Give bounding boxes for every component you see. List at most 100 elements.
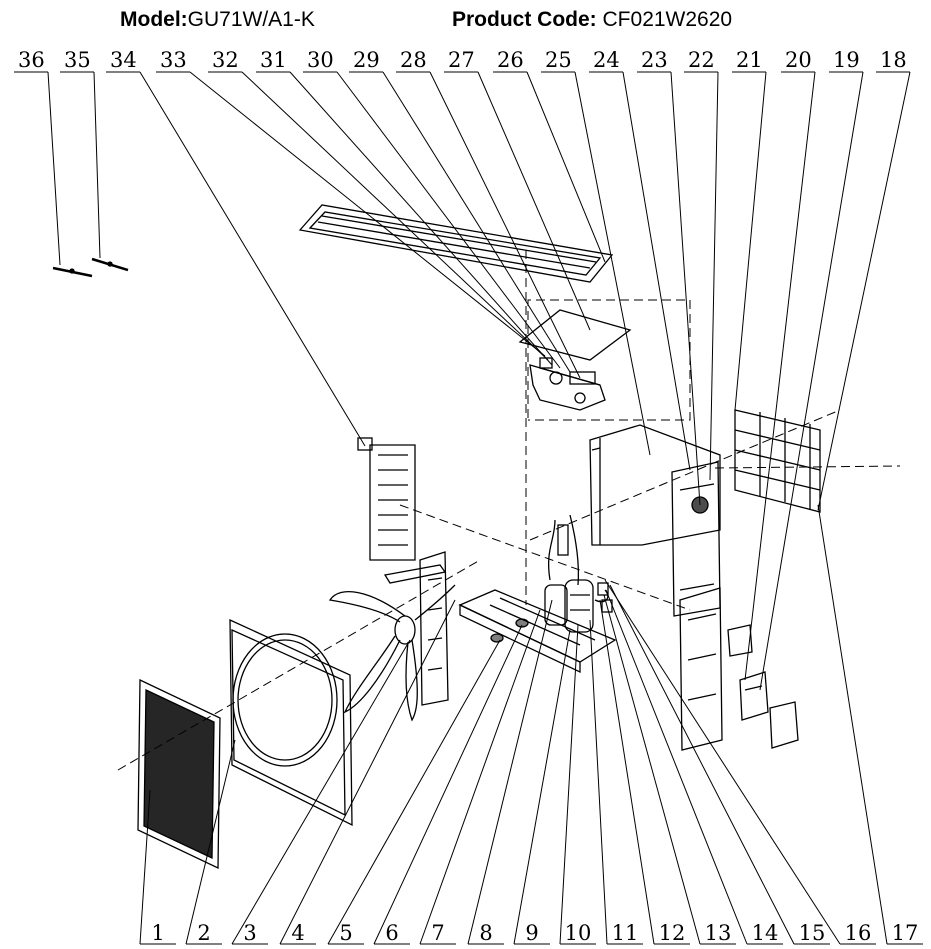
part-label-23: 23 (641, 48, 668, 72)
leader-lines (14, 71, 923, 945)
leader-line (419, 609, 541, 945)
part-21-handle (727, 624, 753, 657)
leader-line (231, 639, 411, 945)
leader-line (604, 579, 841, 945)
part-label-15: 15 (799, 921, 826, 945)
part-label-29: 29 (353, 48, 380, 72)
part-label-9: 9 (525, 921, 538, 945)
part-7-drain-plug (515, 618, 529, 628)
part-2-front-panel (229, 618, 353, 827)
leader-line (289, 71, 553, 366)
piping-assembly (547, 514, 609, 603)
part-label-17: 17 (892, 921, 919, 945)
part-label-4: 4 (291, 921, 304, 945)
leader-line (477, 71, 591, 331)
part-23-right-side-panel (671, 461, 721, 617)
leader-line (709, 71, 719, 481)
part-label-1: 1 (151, 921, 164, 945)
assembly-axis-lines (117, 250, 901, 771)
part-label-28: 28 (400, 48, 427, 72)
part-10-compressor (544, 579, 594, 633)
leader-line (139, 789, 151, 945)
leader-line (559, 624, 579, 945)
leader-line (327, 639, 501, 945)
leader-line (189, 71, 546, 357)
part-label-6: 6 (385, 921, 398, 945)
part-36-rod (52, 266, 93, 278)
model-value: GU71W/A1-K (187, 8, 315, 31)
part-3-axial-fan (328, 584, 456, 722)
part-label-34: 34 (110, 48, 137, 72)
part-label-26: 26 (497, 48, 524, 72)
part-26-top-cover (298, 204, 614, 283)
part-label-30: 30 (307, 48, 334, 72)
part-label-5: 5 (339, 921, 352, 945)
leader-line (670, 71, 701, 506)
part-label-8: 8 (479, 921, 492, 945)
leader-line (744, 71, 816, 681)
part-20-terminal (739, 671, 769, 721)
part-19-cover (769, 701, 799, 749)
part-label-19: 19 (833, 48, 860, 72)
leader-line (759, 71, 864, 691)
part-label-12: 12 (659, 921, 686, 945)
part-4-motor-support (383, 551, 449, 706)
leader-line (622, 71, 691, 471)
part-label-32: 32 (212, 48, 239, 72)
leader-line (734, 71, 767, 411)
leader-line (93, 71, 101, 259)
leader-line (513, 629, 571, 945)
part-6-drain-plug (490, 633, 504, 643)
model-info: Model:GU71W/A1-K (120, 8, 315, 32)
leader-line (605, 589, 748, 945)
leader-line (279, 599, 456, 945)
diagram-header: Model:GU71W/A1-K Product Code: CF021W262… (0, 8, 931, 38)
part-17-right-lower-panel (679, 587, 723, 751)
part-label-22: 22 (688, 48, 715, 72)
part-label-27: 27 (448, 48, 475, 72)
part-label-3: 3 (243, 921, 256, 945)
part-25-condenser (589, 424, 721, 546)
leader-line (574, 71, 651, 456)
part-label-13: 13 (705, 921, 732, 945)
leader-line (467, 599, 553, 945)
leader-line (526, 71, 606, 263)
product-code-info: Product Code: CF021W2620 (452, 8, 732, 32)
part-label-25: 25 (545, 48, 572, 72)
leader-line (241, 71, 549, 361)
part-label-21: 21 (736, 48, 763, 72)
leader-line (599, 599, 655, 945)
part-label-2: 2 (197, 921, 210, 945)
leader-line (603, 594, 701, 945)
leader-line (817, 504, 888, 945)
product-code-value: CF021W2620 (602, 8, 733, 31)
part-label-16: 16 (845, 921, 872, 945)
part-5-chassis (458, 589, 617, 674)
part-34-left-side-panel (357, 437, 416, 561)
part-label-10: 10 (565, 921, 592, 945)
electric-box-assembly (518, 309, 632, 411)
part-label-11: 11 (612, 921, 639, 945)
part-35-rod (91, 257, 129, 272)
part-label-7: 7 (431, 921, 444, 945)
leader-line (609, 584, 795, 945)
part-label-14: 14 (752, 921, 779, 945)
model-label: Model: (120, 8, 188, 31)
leader-line (139, 71, 366, 447)
leader-line (373, 624, 523, 945)
part-label-20: 20 (785, 48, 812, 72)
part-1-front-grille (137, 678, 221, 870)
leader-line (185, 739, 236, 945)
leader-line (382, 71, 571, 373)
part-label-33: 33 (160, 48, 187, 72)
leader-line (817, 71, 911, 511)
part-18-rear-grille (734, 409, 821, 513)
leader-line (589, 619, 608, 945)
part-label-24: 24 (593, 48, 620, 72)
leader-line (429, 71, 581, 379)
leader-line (336, 71, 561, 369)
part-label-18: 18 (880, 48, 907, 72)
part-label-36: 36 (18, 48, 45, 72)
